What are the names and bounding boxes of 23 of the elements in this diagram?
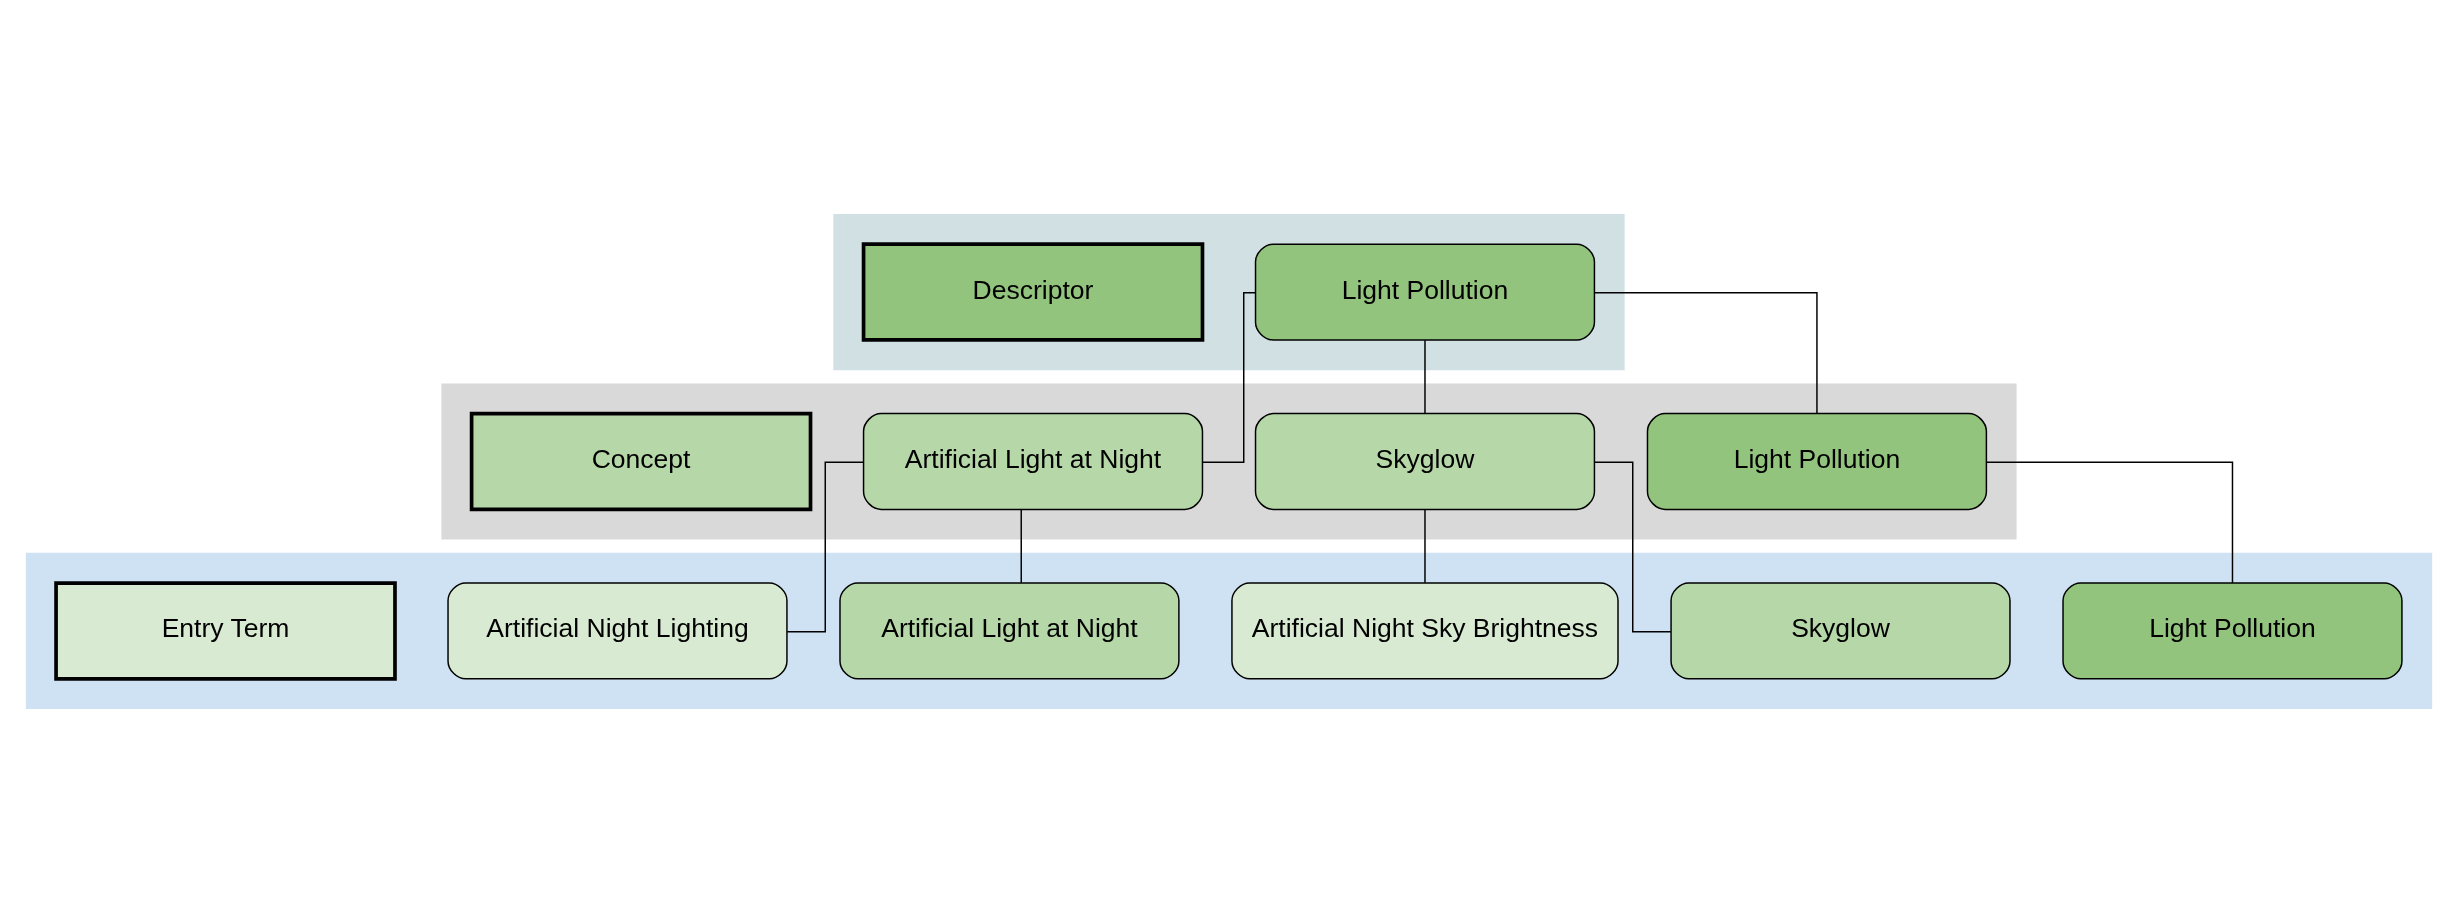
node-box: Artificial Light at Night: [839, 582, 1180, 680]
connector: [1201, 292, 1256, 463]
connector: [1020, 508, 1022, 584]
node-box: Artificial Night Lighting: [447, 582, 788, 680]
connector: [1593, 461, 1672, 633]
connector: [1424, 508, 1426, 584]
node-box: Skyglow: [1670, 582, 2011, 680]
node-box: Descriptor: [861, 242, 1205, 342]
node-box: Entry Term: [54, 581, 397, 681]
cluster: [25, 552, 2433, 710]
node-box: Concept: [469, 411, 813, 512]
connector: [1593, 292, 1818, 415]
connector: [1424, 339, 1426, 414]
node-box: Artificial Light at Night: [862, 412, 1204, 511]
cluster: [441, 383, 2017, 540]
connector: [1985, 461, 2234, 584]
node-box: Skyglow: [1254, 412, 1596, 511]
node-box: Light Pollution: [1646, 412, 1988, 511]
node-box: Artificial Night Sky Brightness: [1231, 582, 1619, 680]
cluster: [833, 213, 1625, 371]
connector: [786, 461, 865, 633]
node-box: Light Pollution: [2062, 582, 2403, 680]
node-box: Light Pollution: [1254, 243, 1596, 341]
